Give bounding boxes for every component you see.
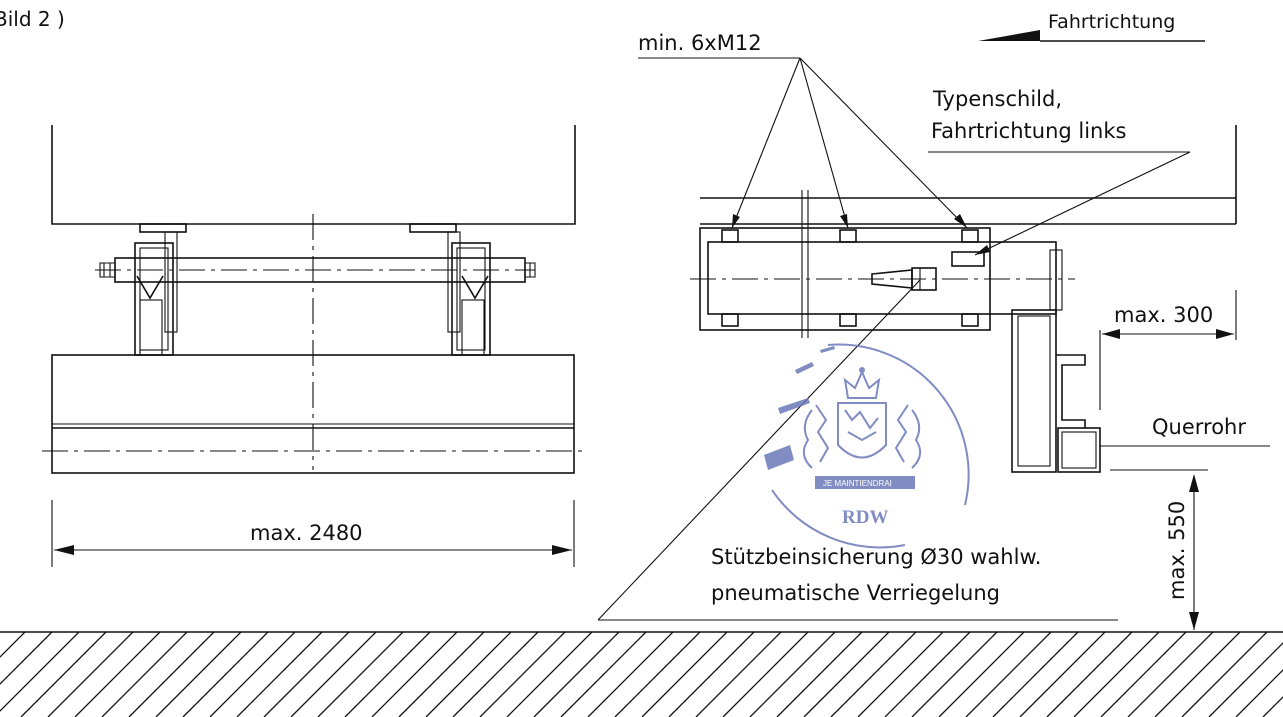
hatch-line xyxy=(0,631,53,685)
hatch-line xyxy=(1235,669,1283,717)
nameplate xyxy=(951,251,985,267)
hatch-line xyxy=(128,631,215,717)
figure-reference: Bild 2 ) xyxy=(0,7,65,31)
crown-icon xyxy=(843,367,881,399)
nameplate-label-line1: Typenschild, xyxy=(932,87,1062,111)
dim-max-550: max. 550 xyxy=(1110,469,1208,630)
hatch-line xyxy=(965,631,1052,717)
hatch-line xyxy=(1262,696,1283,717)
main-housing xyxy=(707,241,1057,315)
hatch-line xyxy=(1127,631,1214,717)
rdw-seal: JE MAINTIENDRAI RDW xyxy=(764,343,970,549)
cross-tube: Querrohr xyxy=(1057,415,1270,473)
seal-name: RDW xyxy=(842,507,888,528)
bracket-left xyxy=(134,231,178,356)
hatch-line xyxy=(884,631,971,717)
vehicle-body-outline xyxy=(51,125,576,225)
axle-end-right xyxy=(524,262,536,278)
mount-plate-right xyxy=(409,223,457,233)
hatch-line xyxy=(1154,631,1241,717)
hatch-line xyxy=(668,631,755,717)
hatch-line xyxy=(1019,631,1106,717)
lion-right-icon xyxy=(894,404,922,469)
hatch-line xyxy=(803,631,890,717)
hatch-lines xyxy=(0,631,1283,717)
direction-arrow-icon xyxy=(978,30,1040,41)
hatch-line xyxy=(1181,631,1268,717)
hatch-line xyxy=(695,631,782,717)
nameplate-label-line2: Fahrtrichtung links xyxy=(931,119,1126,143)
hatch-line xyxy=(479,631,566,717)
hatch-line xyxy=(74,631,161,717)
hatch-line xyxy=(938,631,1025,717)
direction-label: Fahrtrichtung xyxy=(1048,11,1175,33)
bolts-label: min. 6xM12 xyxy=(638,31,762,55)
ground-hatching xyxy=(0,631,1283,717)
bolt-leader-lines xyxy=(731,57,968,229)
hatch-line xyxy=(506,631,593,717)
hatch-line xyxy=(614,631,701,717)
hatch-line xyxy=(263,631,350,717)
hatch-line xyxy=(1046,631,1133,717)
hatch-line xyxy=(236,631,323,717)
base-beam xyxy=(51,354,575,474)
hatch-line xyxy=(587,631,674,717)
hatch-line xyxy=(641,631,728,717)
support-label-line1: Stützbeinsicherung Ø30 wahlw. xyxy=(711,545,1041,569)
max-300-label: max. 300 xyxy=(1114,303,1213,327)
cross-tube-label: Querrohr xyxy=(1152,415,1246,439)
mount-plate-left xyxy=(139,223,187,233)
hatch-line xyxy=(317,631,404,717)
hatch-line xyxy=(425,631,512,717)
hatch-line xyxy=(1073,631,1160,717)
support-label-line2: pneumatische Verriegelung xyxy=(711,581,1000,605)
max-550-label: max. 550 xyxy=(1165,501,1189,600)
hatch-line xyxy=(857,631,944,717)
hatch-line xyxy=(560,631,647,717)
hatch-line xyxy=(182,631,269,717)
hatch-line xyxy=(290,631,377,717)
motto-ribbon xyxy=(815,476,915,489)
hatch-line xyxy=(776,631,863,717)
bolt-heads xyxy=(721,229,979,327)
hatch-line xyxy=(371,631,458,717)
coat-of-arms-icon xyxy=(802,402,922,469)
axle-end-left xyxy=(99,262,116,278)
hatch-line xyxy=(722,631,809,717)
front-view: max. 2480 xyxy=(42,125,585,567)
hatch-line xyxy=(452,631,539,717)
hatch-line xyxy=(0,631,80,712)
hatch-line xyxy=(47,631,134,717)
hatch-line xyxy=(911,631,998,717)
hatch-line xyxy=(992,631,1079,717)
hatch-line xyxy=(101,631,188,717)
dim-max-300: max. 300 xyxy=(1099,290,1237,410)
hatch-line xyxy=(1100,631,1187,717)
hatch-line xyxy=(1208,642,1283,717)
hatch-line xyxy=(344,631,431,717)
support-leg xyxy=(1011,309,1086,473)
direction-indicator: Fahrtrichtung xyxy=(978,11,1205,42)
lion-left-icon xyxy=(802,404,830,469)
hatch-line xyxy=(0,631,26,658)
max-width-label: max. 2480 xyxy=(250,521,363,545)
bracket-right xyxy=(447,231,491,356)
width-dimension: max. 2480 xyxy=(51,500,575,567)
hatch-line xyxy=(398,631,485,717)
hatch-line xyxy=(155,631,242,717)
hatch-line xyxy=(20,631,107,717)
hatch-line xyxy=(533,631,620,717)
seal-motto: JE MAINTIENDRAI xyxy=(823,479,892,488)
hatch-line xyxy=(830,631,917,717)
hatch-line xyxy=(209,631,296,717)
hatch-line xyxy=(749,631,836,717)
side-view: Fahrtrichtung min. 6xM12 Typenschild, Fa… xyxy=(597,11,1270,630)
